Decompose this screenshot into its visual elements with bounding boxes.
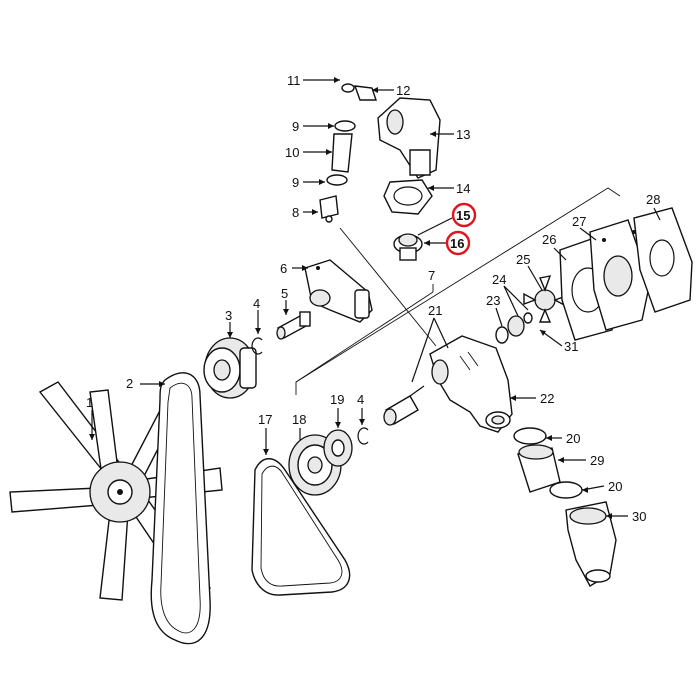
callout-labels: 1 2 3 4 4 5 6 7 8 9 9 10 11 12 13 14 15 … — [86, 73, 660, 524]
callout-28: 28 — [646, 192, 660, 207]
callout-6: 6 — [280, 261, 287, 276]
callout-9a: 9 — [292, 119, 299, 134]
callout-17: 17 — [258, 412, 272, 427]
callout-12: 12 — [396, 83, 410, 98]
callout-1: 1 — [86, 395, 93, 410]
callout-2: 2 — [126, 376, 133, 391]
callout-4b: 4 — [357, 392, 364, 407]
highlight-marks — [445, 202, 477, 256]
callout-29: 29 — [590, 453, 604, 468]
alternator-belt-part — [251, 458, 351, 596]
arrow-heads — [89, 77, 612, 519]
callout-4a: 4 — [253, 296, 260, 311]
callout-20b: 20 — [608, 479, 622, 494]
callout-7: 7 — [428, 268, 435, 283]
highlight-circle-15 — [451, 202, 477, 228]
callout-24: 24 — [492, 272, 506, 287]
lower-hose-group — [513, 427, 617, 587]
thermostat-part — [393, 233, 423, 261]
callout-15: 15 — [456, 208, 470, 223]
gasket-part — [383, 179, 433, 215]
callout-13: 13 — [456, 127, 470, 142]
callout-10: 10 — [285, 145, 299, 160]
callout-25: 25 — [516, 252, 530, 267]
water-pump-body-part — [429, 335, 513, 433]
callout-9b: 9 — [292, 175, 299, 190]
callout-14: 14 — [456, 181, 470, 196]
fan-bracket-part — [304, 259, 373, 323]
callout-21: 21 — [428, 303, 442, 318]
pump-shaft-part — [383, 385, 425, 426]
callout-27: 27 — [572, 214, 586, 229]
pump-seal-group — [495, 312, 533, 344]
callout-11: 11 — [287, 73, 301, 88]
callout-22: 22 — [540, 391, 554, 406]
subassembly-bracket — [295, 187, 621, 395]
highlight-circle-16 — [445, 230, 471, 256]
callout-23: 23 — [486, 293, 500, 308]
backing-plate-part — [589, 219, 651, 331]
callout-16: 16 — [450, 236, 464, 251]
pump-hub-part — [323, 429, 353, 467]
callout-3: 3 — [225, 308, 232, 323]
fan-belt-part — [150, 372, 211, 645]
callout-5: 5 — [281, 286, 288, 301]
callout-30: 30 — [632, 509, 646, 524]
callout-20a: 20 — [566, 431, 580, 446]
callout-19: 19 — [330, 392, 344, 407]
snap-ring-part — [251, 337, 369, 445]
callout-26: 26 — [542, 232, 556, 247]
callout-31: 31 — [564, 339, 578, 354]
callout-8: 8 — [292, 205, 299, 220]
callout-18: 18 — [292, 412, 306, 427]
rear-gasket-part — [633, 207, 693, 313]
bypass-hose-group — [319, 83, 377, 223]
impeller-part — [523, 275, 567, 323]
shaft-part — [276, 311, 311, 340]
fan-hub-part — [203, 337, 257, 399]
thermostat-housing-part — [377, 97, 441, 179]
